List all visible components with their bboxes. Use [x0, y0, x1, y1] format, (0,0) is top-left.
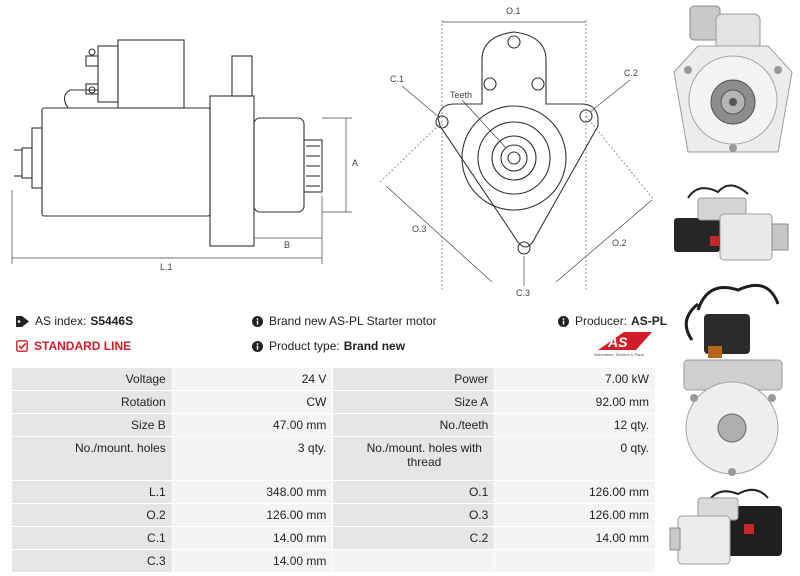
label-c3: C.3 [516, 288, 530, 298]
spec-label: Power [332, 367, 496, 391]
info-icon [252, 340, 263, 352]
spec-value: 3 qty. [171, 436, 334, 481]
label-o2: O.2 [612, 238, 627, 248]
description-text: Brand new AS-PL Starter motor [269, 314, 437, 328]
spec-label: C.1 [11, 526, 173, 550]
spec-value: 348.00 mm [171, 480, 334, 504]
brand-logo: AS [598, 332, 652, 350]
label-c2: C.2 [624, 68, 638, 78]
product-photo-rear [668, 484, 798, 574]
product-type-row: Product type: Brand new [252, 339, 405, 353]
table-row: Rotation CW Size A 92.00 mm [11, 390, 656, 414]
spec-table: Voltage 24 V Power 7.00 kW Rotation CW S… [11, 367, 656, 573]
spec-empty-cell [332, 549, 496, 573]
info-icon [558, 315, 569, 327]
producer-row: Producer: AS-PL [558, 314, 667, 328]
flange-outline [437, 31, 599, 248]
spec-label: O.2 [11, 503, 173, 527]
table-row: C.3 14.00 mm [11, 549, 656, 573]
product-type-value: Brand new [343, 339, 406, 353]
description-row: Brand new AS-PL Starter motor [252, 314, 437, 328]
technical-drawing: L.1 B A O.1 C.1 C.2 Teeth O.3 [11, 6, 655, 298]
table-row: Size B 47.00 mm No./teeth 12 qty. [11, 413, 656, 437]
spec-label: Voltage [11, 367, 173, 391]
as-index-row: AS index: S5446S [16, 314, 133, 328]
motor-body [41, 107, 211, 217]
standard-line-text: STANDARD LINE [34, 339, 132, 353]
spec-value: CW [171, 390, 334, 414]
table-row: C.1 14.00 mm C.2 14.00 mm [11, 526, 656, 550]
pinion [303, 139, 323, 193]
standard-line-row: STANDARD LINE [16, 339, 131, 353]
spec-value: 126.00 mm [494, 480, 656, 504]
spec-label-wrapped: No./mount. holes with thread [332, 436, 496, 481]
rear-cap [31, 127, 43, 189]
spec-label: Size A [332, 390, 496, 414]
producer-label: Producer: [575, 314, 628, 328]
spec-label: Size B [11, 413, 173, 437]
info-icon [252, 315, 263, 327]
label-b: B [284, 240, 290, 250]
spec-label: No./teeth [332, 413, 496, 437]
spec-empty-cell [494, 549, 656, 573]
product-photo-top [668, 280, 798, 478]
tag-icon [16, 315, 29, 327]
label-teeth: Teeth [450, 90, 472, 100]
spec-label: O.3 [332, 503, 496, 527]
spec-label: Rotation [11, 390, 173, 414]
label-c1: C.1 [390, 74, 404, 84]
table-row: Voltage 24 V Power 7.00 kW [11, 367, 656, 391]
drive-housing [209, 95, 255, 247]
checkbox-icon [16, 340, 28, 352]
table-row: L.1 348.00 mm O.1 126.00 mm [11, 480, 656, 504]
spec-value: 14.00 mm [171, 526, 334, 550]
spec-value: 126.00 mm [494, 503, 656, 527]
label-a: A [352, 158, 358, 168]
product-photo-front [668, 2, 798, 174]
table-row: No./mount. holes 3 qty. No./mount. holes… [11, 436, 656, 481]
spec-label: No./mount. holes with thread [366, 441, 482, 469]
label-o1: O.1 [506, 6, 521, 16]
solenoid [117, 39, 185, 109]
table-row: O.2 126.00 mm O.3 126.00 mm [11, 503, 656, 527]
spec-value: 0 qty. [494, 436, 656, 481]
brand-logo-text: AS [607, 334, 628, 350]
spec-value: 92.00 mm [494, 390, 656, 414]
spec-value: 47.00 mm [171, 413, 334, 437]
spec-value: 14.00 mm [494, 526, 656, 550]
label-l1: L.1 [160, 262, 173, 272]
spec-value: 12 qty. [494, 413, 656, 437]
product-photo-side [668, 178, 798, 273]
spec-label: C.2 [332, 526, 496, 550]
mount-hole-c3 [517, 241, 531, 255]
spec-value: 24 V [171, 367, 334, 391]
spec-value: 126.00 mm [171, 503, 334, 527]
brand-tagline: Alternators, Starters & Parts [594, 352, 644, 357]
product-type-label: Product type: [269, 339, 340, 353]
producer-value: AS-PL [631, 314, 668, 328]
spec-label: C.3 [11, 549, 173, 573]
spec-label: L.1 [11, 480, 173, 504]
product-info: AS index: S5446S Brand new AS-PL Starter… [14, 312, 667, 362]
label-o3: O.3 [412, 224, 427, 234]
spec-label: No./mount. holes [11, 436, 173, 481]
spec-value: 14.00 mm [171, 549, 334, 573]
as-index-value: S5446S [90, 314, 134, 328]
spec-value: 7.00 kW [494, 367, 656, 391]
spec-label: O.1 [332, 480, 496, 504]
as-index-label: AS index: [35, 314, 87, 328]
